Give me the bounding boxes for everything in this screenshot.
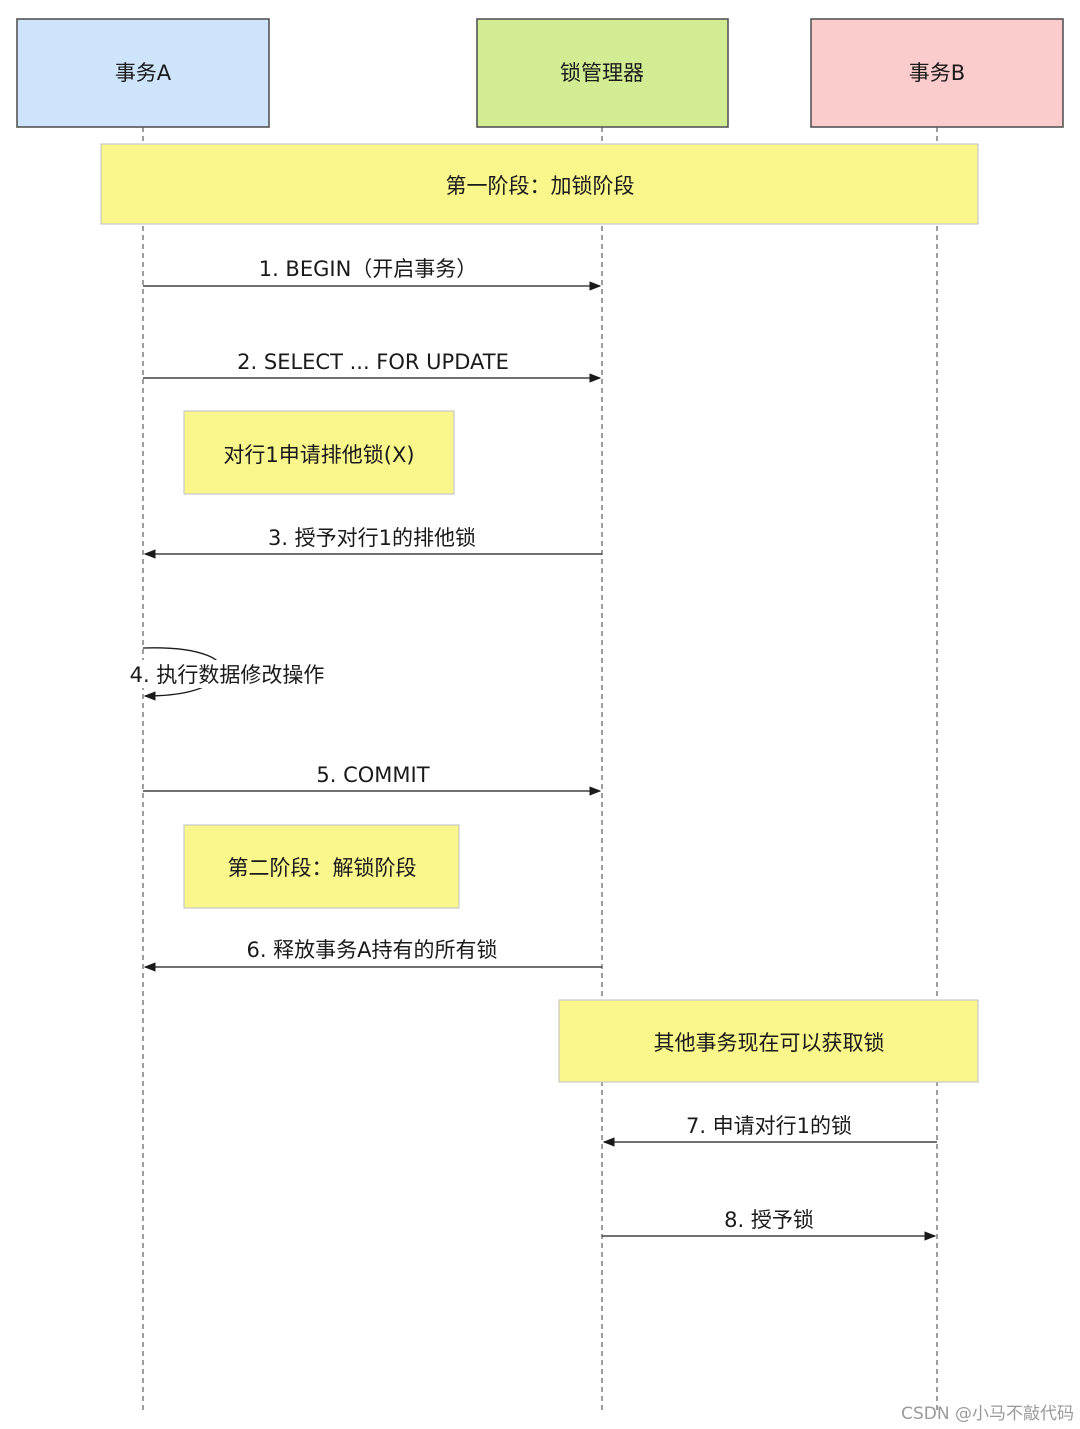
label-background <box>118 660 336 688</box>
message-1-begin: 1. BEGIN（开启事务） <box>143 257 602 291</box>
message-8-grant-lock: 8. 授予锁 <box>602 1208 937 1241</box>
participant-label: 事务B <box>909 61 965 85</box>
message-3-grant-x-lock: 3. 授予对行1的排他锁 <box>143 526 602 559</box>
message-2-select-for-update: 2. SELECT ... FOR UPDATE <box>143 350 602 383</box>
note-text: 对行1申请排他锁(X) <box>223 443 414 467</box>
note-phase-1: 第一阶段：加锁阶段 <box>100 143 979 225</box>
note-x-lock-request: 对行1申请排他锁(X) <box>183 410 455 495</box>
note-box <box>558 999 979 1083</box>
message-label: 2. SELECT ... FOR UPDATE <box>237 350 509 374</box>
note-box <box>100 143 979 225</box>
message-5-commit: 5. COMMIT <box>143 763 602 796</box>
note-others-can-lock: 其他事务现在可以获取锁 <box>558 999 979 1083</box>
note-box <box>183 410 455 495</box>
note-phase-2: 第二阶段：解锁阶段 <box>183 824 460 909</box>
message-label: 7. 申请对行1的锁 <box>686 1114 852 1138</box>
note-text: 第一阶段：加锁阶段 <box>446 174 635 198</box>
participant-transaction-b: 事务B <box>810 18 1064 128</box>
note-text: 其他事务现在可以获取锁 <box>654 1031 885 1055</box>
participant-box <box>810 18 1064 128</box>
message-4-modify-data: 4. 执行数据修改操作 <box>118 647 336 701</box>
message-7-request-lock: 7. 申请对行1的锁 <box>602 1114 937 1147</box>
watermark: CSDN @小马不敲代码 <box>901 1404 1074 1424</box>
participant-lock-manager: 锁管理器 <box>476 18 729 128</box>
participant-box <box>476 18 729 128</box>
participant-label: 锁管理器 <box>560 61 644 85</box>
participant-box <box>16 18 270 128</box>
message-label: 1. BEGIN（开启事务） <box>259 257 478 281</box>
message-6-release-locks: 6. 释放事务A持有的所有锁 <box>143 938 602 972</box>
message-label: 4. 执行数据修改操作 <box>130 663 325 687</box>
note-text: 第二阶段：解锁阶段 <box>228 856 417 880</box>
message-label: 5. COMMIT <box>316 763 429 787</box>
message-label: 6. 释放事务A持有的所有锁 <box>246 938 497 962</box>
participant-transaction-a: 事务A <box>16 18 270 128</box>
participant-label: 事务A <box>115 61 172 85</box>
note-box <box>183 824 460 909</box>
message-label: 8. 授予锁 <box>724 1208 814 1232</box>
message-label: 3. 授予对行1的排他锁 <box>268 526 476 550</box>
